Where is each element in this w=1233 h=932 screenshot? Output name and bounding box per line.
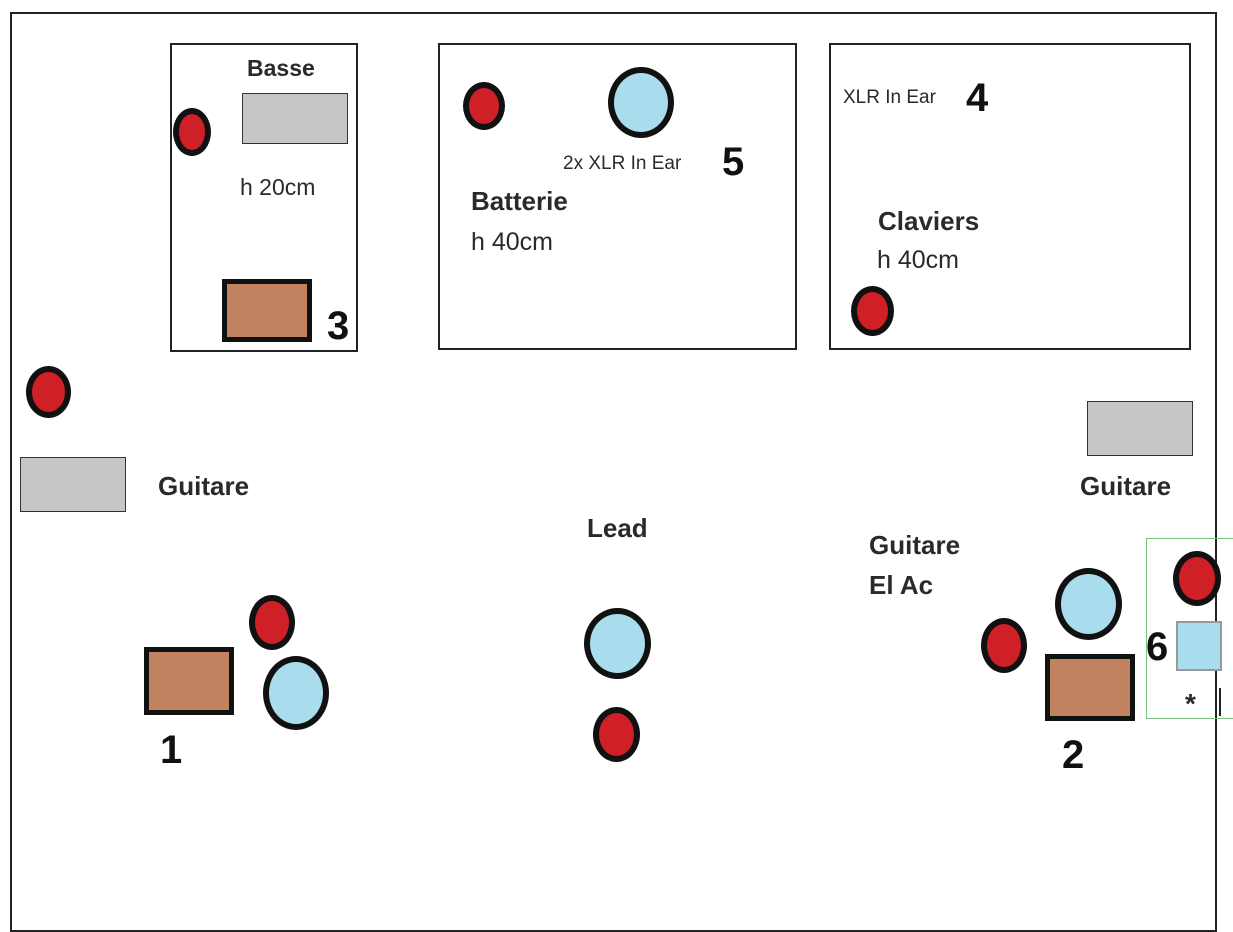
monitor-number-5: 5 xyxy=(722,140,745,184)
left-guitar-label: Guitare xyxy=(158,471,250,501)
right-guitar-label: Guitare xyxy=(1080,471,1172,501)
position-1-in-ear-monitor xyxy=(263,656,329,730)
left-guitar-amp-mic xyxy=(26,366,71,418)
right-guitar-amp xyxy=(1087,401,1193,456)
monitor-number-4: 4 xyxy=(966,76,989,120)
acoustic-guitar-label: Guitare xyxy=(869,530,961,560)
monitor-number-2: 2 xyxy=(1062,733,1085,777)
drum-mic xyxy=(463,82,505,130)
wedge-monitor-3 xyxy=(222,279,312,342)
bass-amp xyxy=(242,93,348,144)
drum-label: Batterie xyxy=(471,186,568,216)
keyboards-riser xyxy=(829,43,1191,350)
bass-height-label: h 20cm xyxy=(240,174,316,200)
side-area-box xyxy=(1146,538,1233,719)
monitor-number-3: 3 xyxy=(327,304,350,348)
side-area-tick xyxy=(1219,688,1221,716)
keyboards-xlr-label: XLR In Ear xyxy=(843,87,936,108)
drum-height-label: h 40cm xyxy=(471,228,553,256)
acoustic-guitar-label-2: El Ac xyxy=(869,570,934,600)
position-1-vocal-mic xyxy=(249,595,295,650)
lead-label: Lead xyxy=(587,513,648,543)
position-2-vocal-mic xyxy=(981,618,1027,673)
wedge-monitor-1 xyxy=(144,647,234,715)
keyboards-mic xyxy=(851,286,894,336)
asterisk-mark: * xyxy=(1185,688,1196,719)
keyboards-height-label: h 40cm xyxy=(877,246,959,274)
drum-xlr-label: 2x XLR In Ear xyxy=(563,153,682,174)
position-2-in-ear-monitor xyxy=(1055,568,1122,640)
keyboards-label: Claviers xyxy=(878,206,980,236)
side-area-mic xyxy=(1173,551,1221,606)
di-box xyxy=(1176,621,1222,671)
lead-vocal-mic xyxy=(593,707,640,762)
bass-mic xyxy=(173,108,211,156)
wedge-monitor-2 xyxy=(1045,654,1135,721)
lead-in-ear-monitor xyxy=(584,608,651,679)
bass-label: Basse xyxy=(247,55,315,81)
monitor-number-1: 1 xyxy=(160,728,183,772)
monitor-number-6: 6 xyxy=(1146,625,1169,669)
drum-in-ear-monitor xyxy=(608,67,674,138)
left-guitar-amp xyxy=(20,457,126,512)
